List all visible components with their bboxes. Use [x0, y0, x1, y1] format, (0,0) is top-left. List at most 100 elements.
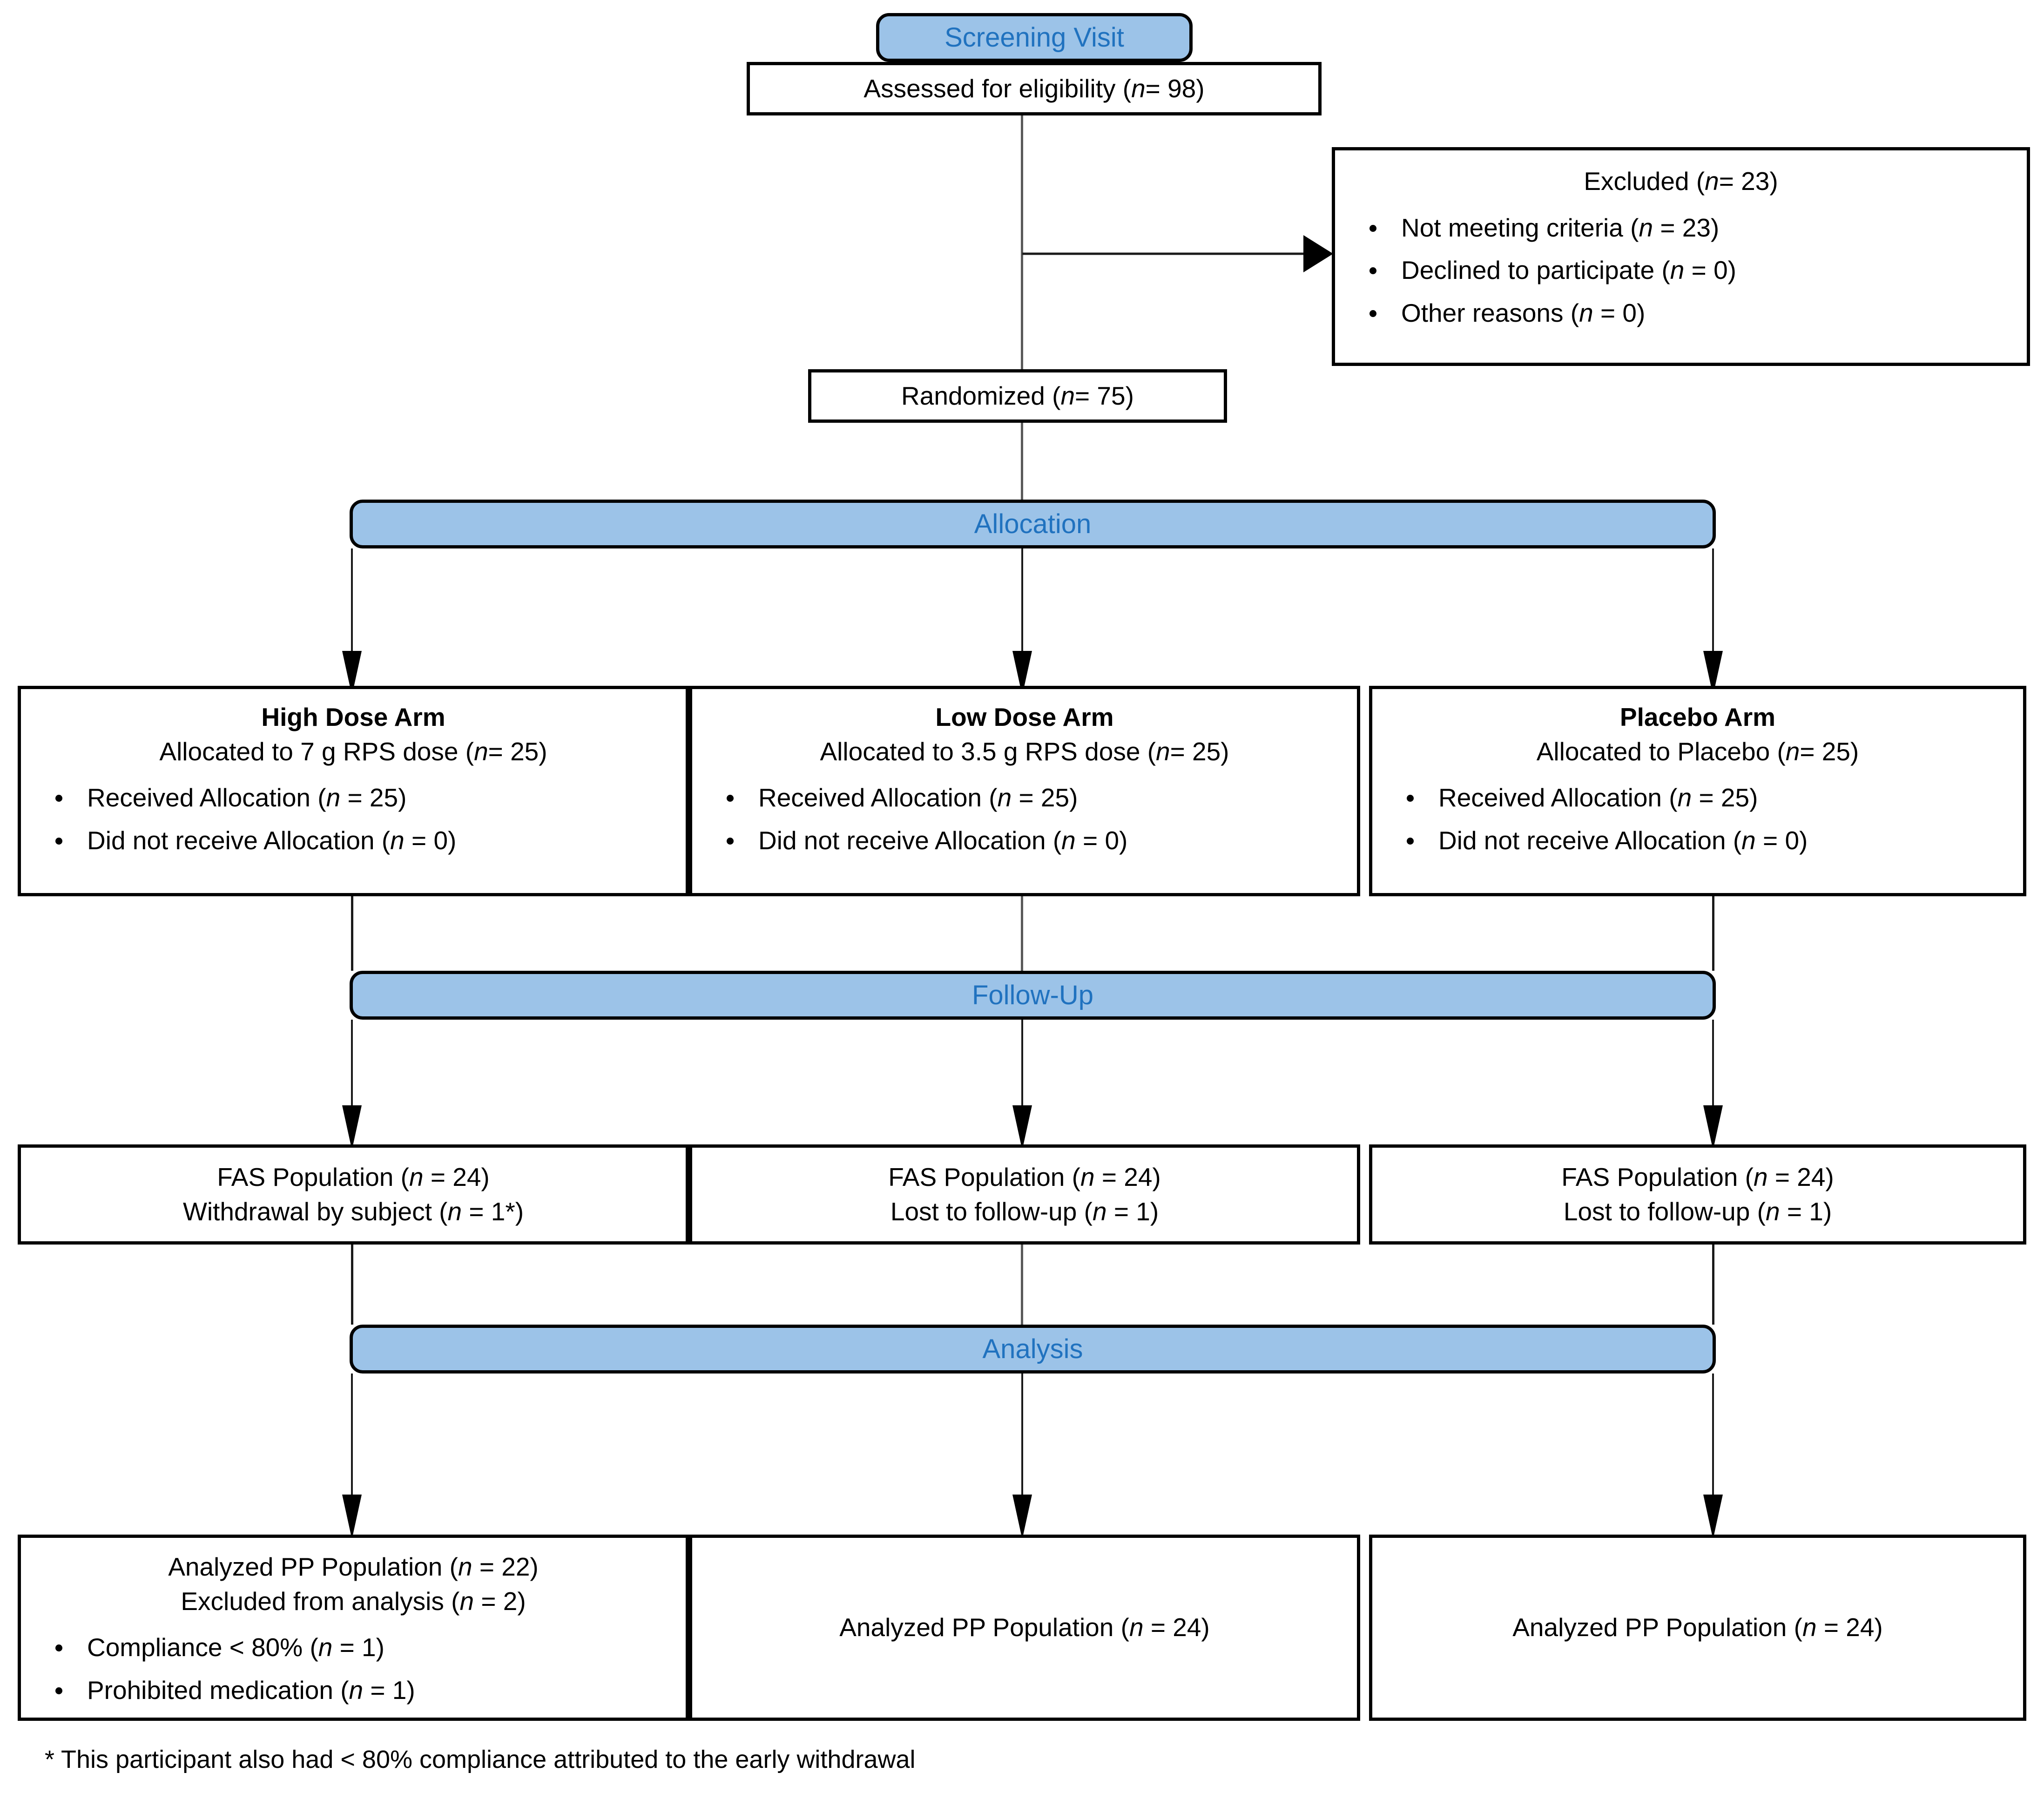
- excluded-heading-pre: Excluded (: [1584, 167, 1705, 196]
- connector-placebo-to-followup: [1712, 896, 1714, 971]
- arm-2-allocated: Allocated to Placebo (n= 25): [1372, 735, 2023, 769]
- arm-1-analysis-0-post: = 24): [1143, 1613, 1210, 1642]
- arm-0-followup-1: Withdrawal by subject (n = 1*): [21, 1195, 686, 1229]
- arm-2-followup-1-pre: Lost to follow-up (: [1563, 1197, 1766, 1226]
- connector-arrow-analysis-to-low-dose-stem: [1021, 1374, 1023, 1499]
- connector-arrow-allocation-to-placebo-stem: [1712, 548, 1714, 656]
- arm-0-allocated-pre: Allocated to 7 g RPS dose (: [159, 737, 474, 766]
- randomized-post: = 75): [1075, 381, 1134, 410]
- arm-2-allocated-n-symbol: n: [1785, 737, 1800, 766]
- arm-1-item-0-pre: Received Allocation (: [758, 783, 998, 812]
- list-item: Did not receive Allocation (n = 0): [47, 824, 686, 858]
- arm-1-allocated: Allocated to 3.5 g RPS dose (n= 25): [692, 735, 1357, 769]
- assessed-n-value: = 98): [1145, 74, 1205, 103]
- arm-0-analysis-1: Excluded from analysis (n = 2): [21, 1584, 686, 1619]
- assessed-line: Assessed for eligibility (n= 98): [750, 72, 1318, 106]
- box-followup-placebo: FAS Population (n = 24) Lost to follow-u…: [1369, 1144, 2026, 1245]
- arm-1-allocation-list: Received Allocation (n = 25) Did not rec…: [692, 769, 1357, 858]
- arm-2-allocated-post: = 25): [1800, 737, 1859, 766]
- arm-1-followup-1-post: = 1): [1106, 1197, 1159, 1226]
- arm-1-item-1-post: = 0): [1075, 826, 1128, 855]
- phase-banner-screening-label: Screening Visit: [944, 22, 1124, 53]
- box-analysis-high-dose: Analyzed PP Population (n = 22) Excluded…: [18, 1535, 689, 1721]
- box-randomized: Randomized (n= 75): [808, 369, 1227, 423]
- phase-banner-analysis-label: Analysis: [982, 1333, 1083, 1364]
- excluded-item-1-post: = 0): [1684, 256, 1736, 285]
- arm-1-followup-0-pre: FAS Population (: [888, 1162, 1080, 1191]
- arm-0-followup-0-n-symbol: n: [409, 1162, 424, 1191]
- arm-0-analysis-item-1-pre: Prohibited medication (: [87, 1676, 349, 1705]
- list-item: Prohibited medication (n = 1): [47, 1673, 686, 1708]
- randomized-line: Randomized (n= 75): [811, 379, 1224, 413]
- arm-2-followup-0-pre: FAS Population (: [1561, 1162, 1754, 1191]
- arm-0-analysis-item-0-post: = 1): [332, 1633, 385, 1662]
- box-followup-low-dose: FAS Population (n = 24) Lost to follow-u…: [689, 1144, 1360, 1245]
- connector-arrow-allocation-to-high-dose: [342, 548, 362, 696]
- arm-2-analysis-0: Analyzed PP Population (n = 24): [1372, 1610, 2023, 1645]
- box-followup-high-dose: FAS Population (n = 24) Withdrawal by su…: [18, 1144, 689, 1245]
- connector-arrow-followup-to-high-dose: [342, 1020, 362, 1150]
- arm-0-analysis-0-n-symbol: n: [458, 1552, 472, 1581]
- connector-arrow-followup-to-placebo-head: [1703, 1105, 1723, 1150]
- arm-0-analysis-item-1-post: = 1): [363, 1676, 415, 1705]
- box-arm-high-dose: High Dose Arm Allocated to 7 g RPS dose …: [18, 686, 689, 896]
- list-item: Received Allocation (n = 25): [1398, 781, 2023, 815]
- arm-0-analysis-0-post: = 22): [472, 1552, 539, 1581]
- arm-1-followup-1-pre: Lost to follow-up (: [890, 1197, 1093, 1226]
- arm-2-title: Placebo Arm: [1619, 703, 1776, 731]
- arm-0-analysis-0-pre: Analyzed PP Population (: [168, 1552, 458, 1581]
- connector-arrow-followup-to-low-dose-head: [1012, 1105, 1032, 1150]
- connector-arrow-to-excluded-head: [1303, 235, 1333, 272]
- arm-0-analysis-item-0-pre: Compliance < 80% (: [87, 1633, 318, 1662]
- connector-arrow-followup-to-placebo: [1703, 1020, 1723, 1150]
- list-item: Received Allocation (n = 25): [47, 781, 686, 815]
- list-item: Other reasons (n = 0): [1361, 296, 2027, 331]
- arm-0-followup-1-pre: Withdrawal by subject (: [182, 1197, 448, 1226]
- arm-1-analysis-0: Analyzed PP Population (n = 24): [692, 1610, 1357, 1645]
- excluded-item-2-pre: Other reasons (: [1401, 298, 1579, 328]
- arm-0-analysis-item-0-n-symbol: n: [318, 1633, 333, 1662]
- connector-arrow-analysis-to-high-dose-head: [342, 1495, 362, 1539]
- arm-1-analysis-0-pre: Analyzed PP Population (: [839, 1613, 1129, 1642]
- arm-0-allocated: Allocated to 7 g RPS dose (n= 25): [21, 735, 686, 769]
- arm-2-followup-0-post: = 24): [1767, 1162, 1834, 1191]
- arm-0-item-1-n-symbol: n: [390, 826, 405, 855]
- excluded-item-0-post: = 23): [1653, 213, 1720, 242]
- arm-1-item-0-n-symbol: n: [997, 783, 1012, 812]
- arm-0-title: High Dose Arm: [261, 703, 445, 731]
- arm-1-item-1-n-symbol: n: [1061, 826, 1076, 855]
- list-item: Not meeting criteria (n = 23): [1361, 211, 2027, 245]
- list-item: Compliance < 80% (n = 1): [47, 1631, 686, 1665]
- arm-0-allocation-list: Received Allocation (n = 25) Did not rec…: [21, 769, 686, 858]
- arm-1-allocated-n-symbol: n: [1156, 737, 1170, 766]
- phase-banner-followup: Follow-Up: [350, 971, 1716, 1020]
- connector-randomized-to-allocation: [1021, 423, 1023, 501]
- arm-0-item-1-post: = 0): [404, 826, 457, 855]
- excluded-item-0-n-symbol: n: [1639, 213, 1653, 242]
- connector-arrow-allocation-to-low-dose: [1012, 548, 1032, 696]
- arm-2-item-0-post: = 25): [1692, 783, 1758, 812]
- arm-2-allocated-pre: Allocated to Placebo (: [1536, 737, 1786, 766]
- connector-arrow-to-excluded-stem: [1022, 252, 1306, 255]
- connector-arrow-followup-to-placebo-stem: [1712, 1020, 1714, 1113]
- arm-2-analysis-0-n-symbol: n: [1802, 1613, 1817, 1642]
- arm-0-followup-0: FAS Population (n = 24): [21, 1160, 686, 1195]
- arm-0-item-0-post: = 25): [340, 783, 407, 812]
- arm-1-followup-1-n-symbol: n: [1092, 1197, 1107, 1226]
- connector-followup-placebo-to-analysis: [1712, 1245, 1714, 1325]
- arm-0-followup-1-post: = 1*): [462, 1197, 524, 1226]
- arm-0-analysis-1-n-symbol: n: [459, 1586, 474, 1616]
- connector-arrow-analysis-to-placebo-stem: [1712, 1374, 1714, 1499]
- arm-2-item-0-n-symbol: n: [1677, 783, 1692, 812]
- arm-2-analysis-0-pre: Analyzed PP Population (: [1512, 1613, 1802, 1642]
- phase-banner-screening: Screening Visit: [876, 13, 1193, 62]
- connector-arrow-analysis-to-high-dose-stem: [351, 1374, 353, 1499]
- connector-arrow-allocation-to-placebo: [1703, 548, 1723, 696]
- arm-2-item-0-pre: Received Allocation (: [1438, 783, 1678, 812]
- arm-0-item-0-pre: Received Allocation (: [87, 783, 326, 812]
- arm-1-title: Low Dose Arm: [935, 703, 1114, 731]
- assessed-n-symbol: n: [1131, 74, 1146, 103]
- arm-1-analysis-0-n-symbol: n: [1129, 1613, 1144, 1642]
- arm-0-analysis-1-pre: Excluded from analysis (: [181, 1586, 460, 1616]
- arm-1-followup-0: FAS Population (n = 24): [692, 1160, 1357, 1195]
